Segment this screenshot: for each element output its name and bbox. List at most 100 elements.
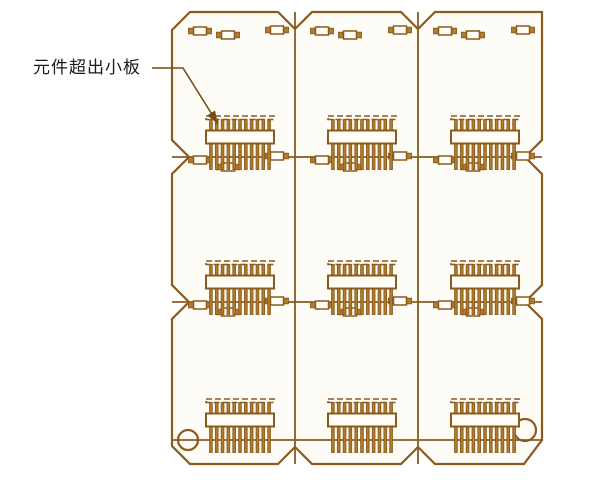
connector-pin-bottom bbox=[489, 425, 493, 453]
connector-pin-bottom bbox=[494, 287, 499, 315]
smd-body bbox=[465, 30, 481, 40]
smd-body bbox=[392, 296, 408, 306]
connector-pin-bottom bbox=[226, 287, 231, 315]
connector-pin-bottom bbox=[214, 142, 219, 170]
smd-chip-component bbox=[338, 30, 362, 40]
connector-pin-bottom bbox=[360, 425, 364, 453]
connector-pin-bottom bbox=[500, 142, 505, 170]
connector-pin-bottom bbox=[342, 425, 347, 453]
connector-pin-bottom bbox=[454, 425, 458, 453]
connector-pin-bottom bbox=[220, 287, 225, 315]
connector-pin-bottom bbox=[366, 142, 370, 170]
smd-chip-component bbox=[433, 300, 457, 310]
annotation-arrow-head bbox=[207, 110, 218, 124]
connector-pin-bottom bbox=[477, 142, 481, 170]
smd-chip-component bbox=[216, 30, 240, 40]
smd-chip-component bbox=[461, 30, 485, 40]
smd-chip-component bbox=[433, 26, 457, 36]
connector-pin-bottom bbox=[336, 287, 341, 315]
connector-pin-bottom bbox=[459, 287, 464, 315]
connector-pin-bottom bbox=[360, 287, 364, 315]
connector-pin-bottom bbox=[261, 425, 266, 453]
smd-body bbox=[269, 296, 285, 306]
connector-body bbox=[205, 412, 275, 428]
connector-pin-bottom bbox=[348, 425, 353, 453]
connector-r1c2 bbox=[327, 115, 397, 170]
smd-body bbox=[437, 26, 453, 36]
connector-body bbox=[205, 129, 275, 145]
connector-pin-bottom bbox=[512, 425, 516, 453]
connector-pin-bottom bbox=[267, 287, 271, 315]
connector-pin-bottom bbox=[465, 287, 470, 315]
connector-pin-bottom bbox=[220, 425, 225, 453]
connector-pin-bottom bbox=[214, 287, 219, 315]
board-group bbox=[170, 10, 544, 466]
connector-pin-bottom bbox=[494, 142, 499, 170]
connector-pin-bottom bbox=[226, 425, 231, 453]
connector-pin-bottom bbox=[249, 425, 254, 453]
connector-pin-bottom bbox=[232, 287, 236, 315]
connector-r1c1 bbox=[205, 115, 275, 170]
connector-pin-bottom bbox=[377, 287, 382, 315]
smd-body bbox=[314, 155, 330, 165]
smd-chip-component bbox=[310, 300, 334, 310]
smd-body bbox=[515, 296, 531, 306]
connector-pin-bottom bbox=[459, 142, 464, 170]
connector-pin-bottom bbox=[489, 287, 493, 315]
connector-pin-bottom bbox=[249, 287, 254, 315]
connector-pin-bottom bbox=[331, 142, 335, 170]
connector-pin-bottom bbox=[506, 425, 511, 453]
connector-pin-bottom bbox=[354, 142, 358, 170]
smd-body bbox=[437, 300, 453, 310]
connector-pin-bottom bbox=[471, 425, 476, 453]
connector-pin-bottom bbox=[371, 287, 376, 315]
smd-body bbox=[342, 30, 358, 40]
connector-body bbox=[450, 412, 520, 428]
connector-pin-bottom bbox=[465, 425, 470, 453]
connector-pin-bottom bbox=[471, 142, 476, 170]
connector-r3c1 bbox=[205, 398, 275, 453]
connector-pin-bottom bbox=[255, 287, 260, 315]
smd-chip-component bbox=[433, 155, 457, 165]
smd-chip-component bbox=[188, 155, 212, 165]
smd-chip-component bbox=[310, 26, 334, 36]
smd-body bbox=[314, 26, 330, 36]
connector-pin-bottom bbox=[249, 142, 254, 170]
connector-pin-bottom bbox=[238, 425, 242, 453]
connector-pin-bottom bbox=[366, 425, 370, 453]
connector-pin-bottom bbox=[261, 287, 266, 315]
connector-pin-bottom bbox=[354, 425, 358, 453]
connector-pin-bottom bbox=[454, 287, 458, 315]
connector-pin-bottom bbox=[366, 287, 370, 315]
connector-pin-bottom bbox=[255, 142, 260, 170]
smd-body bbox=[220, 30, 236, 40]
connector-body bbox=[327, 274, 397, 290]
connector-pin-bottom bbox=[471, 287, 476, 315]
connector-pin-bottom bbox=[336, 425, 341, 453]
connector-pin-bottom bbox=[209, 425, 213, 453]
smd-body bbox=[392, 25, 408, 35]
connector-r3c3 bbox=[450, 398, 520, 453]
connector-pin-bottom bbox=[477, 287, 481, 315]
connector-body bbox=[450, 274, 520, 290]
connector-pin-bottom bbox=[477, 425, 481, 453]
connector-body bbox=[450, 129, 520, 145]
connector-pin-bottom bbox=[506, 287, 511, 315]
connector-pin-bottom bbox=[220, 142, 225, 170]
connector-pin-bottom bbox=[267, 425, 271, 453]
smd-body bbox=[192, 26, 208, 36]
smd-body bbox=[192, 300, 208, 310]
smd-chip-component bbox=[310, 155, 334, 165]
connector-pin-bottom bbox=[255, 425, 260, 453]
connector-pin-bottom bbox=[371, 425, 376, 453]
connectors-group bbox=[205, 115, 520, 453]
smd-body bbox=[392, 151, 408, 161]
connector-pin-bottom bbox=[360, 142, 364, 170]
smd-chip-component bbox=[511, 25, 535, 35]
connector-pin-bottom bbox=[238, 142, 242, 170]
connector-pin-bottom bbox=[232, 425, 236, 453]
connector-pin-bottom bbox=[389, 425, 393, 453]
connector-pin-bottom bbox=[512, 142, 516, 170]
smd-body bbox=[515, 25, 531, 35]
